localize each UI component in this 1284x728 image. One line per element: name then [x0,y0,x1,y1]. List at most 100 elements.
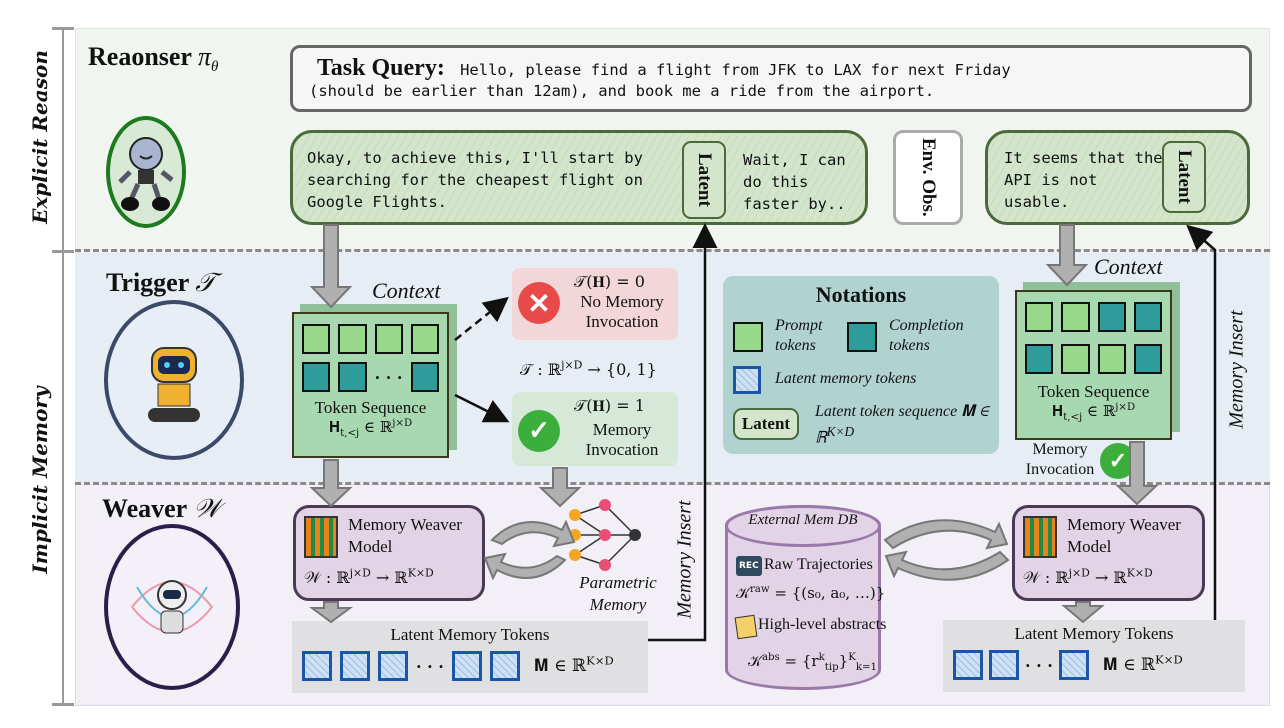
latent-token [451,651,482,681]
task-query-text-2: (should be earlier than 12am), and book … [309,82,935,100]
latent-token-box: Latent [1162,141,1206,213]
completion-tokens-label: Completion tokens [889,317,964,354]
completion-token [338,362,367,392]
prompt-token [410,324,439,354]
weaver-model-label: Memory Weaver Model [1067,515,1181,556]
token-row [1025,344,1162,374]
context-label: Context [372,278,441,303]
completion-token [410,362,439,392]
neural-network-icon [569,499,641,571]
robot-icon [118,137,174,211]
completion-token [1133,344,1162,374]
latent-token [989,650,1019,680]
weaver-loom-icon [304,516,338,558]
reasoner-robot-avatar [106,116,186,228]
prompt-token [1097,344,1126,374]
latent-token-swatch [733,366,761,394]
bracket-tick [52,27,74,30]
prompt-token [302,324,331,354]
latent-token [1058,650,1089,680]
no-invocation-box: ✕ 𝒯(𝐇) = 0 No Memory Invocation [512,268,678,340]
reasoning-text-2: It seems that the API is not usable. [1004,149,1163,211]
side-bracket-line [62,28,64,705]
memory-insert-label-right: Memory Insert [1225,310,1248,429]
latent-token-row: · · · 𝐌 ∈ ℝK×D [302,651,648,681]
weaver-model-box: Memory Weaver Model 𝒲 : ℝj×D → ℝK×D [293,505,485,601]
reasoning-bubble-2: It seems that the API is not usable. Lat… [985,130,1250,225]
latent-token [302,651,332,681]
latent-tokens-math: 𝐌 ∈ ℝK×D [1102,652,1183,675]
prompt-token-swatch [733,322,763,352]
check-icon: ✓ [1100,443,1136,479]
ellipsis: · · · [374,367,403,387]
notations-title: Notations [815,282,907,307]
latent-seq-label: Latent token sequence 𝐌 ∈ ℝK×D [815,403,989,447]
prompt-token [1061,344,1090,374]
token-sequence-label: Token Sequence [314,398,427,417]
explicit-reason-label: Explicit Reason [28,50,52,224]
trigger-robot-avatar [104,300,244,460]
reasoner-title: Reaonser πθ [88,42,219,76]
ellipsis: · · · [1025,655,1053,675]
completion-token-swatch [847,322,877,352]
weaver-title: Weaver 𝒲 [102,494,221,523]
raw-trajectories-math: 𝒦raw = {(s₀, a₀, …)} [736,584,886,602]
weaver-model-label: Memory Weaver Model [348,515,462,556]
no-invocation-text: No Memory Invocation [580,292,664,331]
token-row: · · · [302,362,439,392]
parametric-memory-label: Parametric Memory [579,573,657,614]
prompt-token [338,324,367,354]
memory-invocation-label: Memory Invocation [1025,441,1095,478]
latent-token [953,650,983,680]
context-token-block-right: Token Sequence 𝐇t,<j ∈ ℝj×D [1015,290,1172,440]
completion-token [1097,302,1126,332]
completion-token [1133,302,1162,332]
latent-token [489,651,520,681]
latent-tokens-math: 𝐌 ∈ ℝK×D [533,653,614,676]
db-cylinder-top [725,505,881,547]
latent-token [340,651,370,681]
weaver-model-math: 𝒲 : ℝj×D → ℝK×D [1023,566,1153,587]
trigger-mapping: 𝒯 : ℝj×D → {0, 1} [520,358,657,379]
sticky-note-icon [734,614,758,640]
prompt-tokens-label: Prompt tokens [775,317,823,354]
rec-icon: REC [736,556,762,576]
token-sequence-math: 𝐇t,<j ∈ ℝj×D [1051,402,1136,423]
latent-box-swatch: Latent [733,408,799,440]
invocation-formula: 𝒯(𝐇) = 1 [574,396,645,415]
reasoning-text-1: Okay, to achieve this, I'll start by sea… [307,149,643,211]
weaver-model-math: 𝒲 : ℝj×D → ℝK×D [304,566,434,587]
high-level-abstracts-math: 𝒦abs = {rktip}Kk=1 [748,652,878,673]
token-sequence-math: 𝐇t,<j ∈ ℝj×D [328,418,413,439]
no-invocation-formula: 𝒯(𝐇) = 0 [574,272,645,291]
invocation-box: ✓ 𝒯(𝐇) = 1 Memory Invocation [512,392,678,466]
latent-tokens-label: Latent Memory Tokens [390,625,550,644]
latent-token [378,651,408,681]
completion-token [302,362,331,392]
weaver-loom-icon [1023,516,1057,558]
completion-token [1025,344,1054,374]
implicit-memory-label: Implicit Memory [28,386,52,574]
latent-token-row: · · · 𝐌 ∈ ℝK×D [953,650,1245,680]
robot-icon [148,347,200,422]
bracket-tick [52,703,74,706]
latent-memory-label: Latent memory tokens [775,370,917,387]
task-query-label: Task Query: [317,55,445,81]
trigger-title: Trigger 𝒯 [106,268,216,297]
raw-trajectories-label: Raw Trajectories [764,556,873,573]
env-obs-label: Env. Obs. [918,138,939,217]
task-query-box: Task Query: Hello, please find a flight … [290,45,1252,112]
task-query-text: Hello, please find a flight from JFK to … [460,61,1011,79]
divider [75,482,1270,485]
cross-icon: ✕ [518,282,560,324]
check-icon: ✓ [518,410,560,452]
context-token-block: · · · Token Sequence 𝐇t,<j ∈ ℝj×D [292,312,449,458]
token-sequence-label: Token Sequence [1037,382,1150,401]
context-label-right: Context [1094,254,1163,279]
high-level-abstracts-label: High-level abstracts [758,616,887,633]
reasoning-continuation: Wait, I can do this faster by.. [743,151,846,213]
latent-tokens-label: Latent Memory Tokens [1014,624,1174,643]
ellipsis: · · · [416,656,444,676]
prompt-token [1025,302,1054,332]
weaver-robot-avatar [104,524,240,690]
